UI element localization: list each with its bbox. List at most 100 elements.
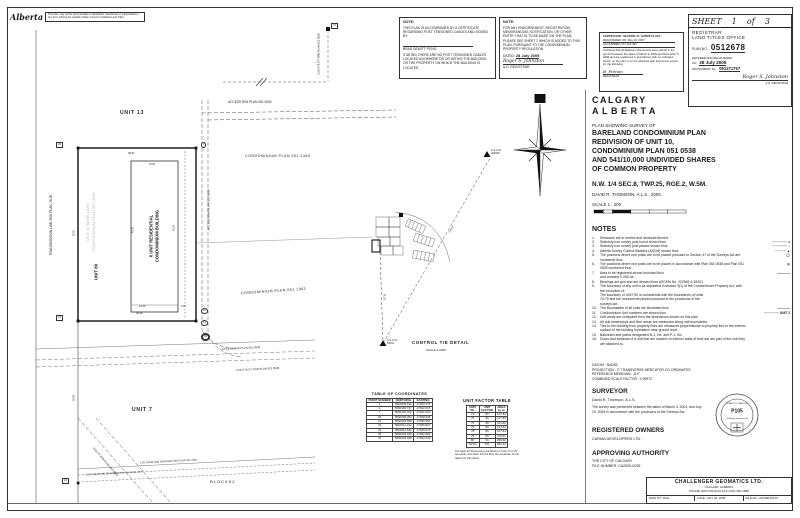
datum-line: DATUM : NAD83 xyxy=(592,363,618,367)
note-item: 6. The positions where iron posts are to… xyxy=(592,262,790,271)
registration-date: 28 July 2005 xyxy=(699,60,727,66)
dim-side-right: 45.72 xyxy=(172,225,176,231)
post-marker-circle-7: 7 xyxy=(201,142,207,148)
note-symbol: ·············· UNIT 2 xyxy=(764,310,790,315)
plan-showing-label: PLAN SHOWING SURVEY OF xyxy=(592,123,656,128)
note-number: 10. xyxy=(592,306,597,311)
post-marker-circle-41: 41 xyxy=(201,320,208,326)
certificate-line3: AS NUMBER: 071 229 400 xyxy=(603,43,675,48)
dated-label: DATED: xyxy=(503,54,515,59)
label-building-line2: CONDOMINIUM BUILDING xyxy=(155,209,160,263)
easting-value: -17942.040 xyxy=(413,436,433,442)
note-body-2: STATING THERE ARE NO POST TENSIONED CABL… xyxy=(403,52,487,70)
dim-side-left: 45.72 xyxy=(131,227,135,233)
unit-factor-table: UNIT No. UNIT FACTOR AREA sq.m. 74 80 10… xyxy=(465,404,509,448)
note-title: NOTE: xyxy=(503,20,515,24)
company-name: CHALLENGER GEOMATICS LTD. xyxy=(674,479,764,485)
surveyor-credit: DAVID R. THOMSON, A.L.S., 2005. xyxy=(592,192,662,197)
note-number: 2. xyxy=(592,239,595,244)
plan-title-line4: AND 541/10,000 UNDIVIDED SHARES xyxy=(592,157,716,164)
note-number: 9. xyxy=(592,284,595,289)
coordinate-table-section: TABLE OF COORDINATES POINT NUMBER NORTHI… xyxy=(365,392,433,442)
note-symbol: ◯ xyxy=(786,253,790,258)
note-symbol: ◎ xyxy=(787,262,790,267)
post-marker-circle-22: 22 xyxy=(201,308,208,314)
company-city: CALGARY, ALBERTA xyxy=(704,485,734,489)
note-text: Unit areas are computed from the dimensi… xyxy=(600,315,699,320)
note-text: The boundary of any unit is as stipulate… xyxy=(600,284,742,306)
drawing-date: DATE: JULY 26, 2005 xyxy=(695,495,744,501)
entered-registered-label: ENTERED AND REGISTERED xyxy=(692,56,733,60)
point-number: 70 xyxy=(365,436,394,442)
certificate-body: Certifying that all Statutory Monuments … xyxy=(603,47,680,67)
approving-authority-file: FILE NUMBER: CA2005-0035 xyxy=(592,464,641,468)
notes-section: NOTES 1. Distances are in metres and dec… xyxy=(592,226,792,346)
dim-parcel-left: 57.91 xyxy=(72,230,76,236)
note-text: The positions where iron posts are to be… xyxy=(600,262,745,271)
note-number: 3. xyxy=(592,244,595,249)
registered-owners-name: CARMA DEVELOPERS LTD. xyxy=(592,437,642,441)
note-symbol: ·············· ● xyxy=(772,239,790,244)
dim-parcel-left-lower: 30.48 xyxy=(72,395,76,401)
note-item: 7. Area to be registered shown bounded t… xyxy=(592,271,790,280)
note-symbol: ———— xyxy=(777,306,790,311)
signature-line xyxy=(403,39,473,47)
note-text: The Boundaries of all units are illustra… xyxy=(600,306,669,311)
plan-no-label: PLAN NO. xyxy=(692,47,708,51)
plan-title-line2: REDIVISION OF UNIT 10, xyxy=(592,139,675,146)
section-47-certificate-box: CERTIFICATE: SECTION 47, SURVEYS ACT REG… xyxy=(599,32,684,92)
company-phone: PHONE (403) 250-9101 FAX (403) 250-1885 xyxy=(689,489,749,493)
label-block-52: B L O C K 5 2 xyxy=(210,479,235,484)
instrument-label: INSTRUMENT No. xyxy=(692,67,717,71)
seal-permit-number: P105 xyxy=(731,408,743,415)
note-item: 2. Statutory iron survey post found show… xyxy=(592,240,790,244)
label-building: 6 UNIT RESIDENTIAL CONDOMINIUM BUILDING xyxy=(149,210,162,262)
registration-box: SHEET 1 of 3 REGISTRAR LAND TITLES OFFIC… xyxy=(688,14,792,107)
note-item: 15. Balconies and patios designated B-1,… xyxy=(592,333,790,337)
label-access-rw-right: ACCESS R/W PLAN 051 0540 xyxy=(206,189,211,231)
instrument-number: 051271757 xyxy=(719,66,741,72)
note-number: 1. xyxy=(592,235,595,240)
note-number: 15. xyxy=(592,332,597,337)
label-condo-plan-2460: CONDOMINIUM PLAN 051 2460 xyxy=(245,154,311,158)
coordinate-table-title: TABLE OF COORDINATES xyxy=(371,392,428,396)
seal-type-text: PERMIT TO PRACTICE xyxy=(726,402,748,405)
note-number: 5. xyxy=(592,253,595,258)
label-unit10-line2: CONDOMINIUM PLAN 051 0538 xyxy=(91,192,96,252)
approving-authority-title: APPROVING AUTHORITY xyxy=(592,450,670,457)
certificate-signature-title: REGISTRAR xyxy=(603,74,620,79)
post-marker-box-20: 20 xyxy=(56,142,63,148)
note-text: Bearings are grid and are derived from A… xyxy=(600,279,703,284)
dim-gap: 3.05 xyxy=(181,305,186,308)
note-number: 12. xyxy=(592,315,597,320)
ascm-label-line2: 202945 xyxy=(491,152,500,156)
note-text: Ties to the building from property lines… xyxy=(600,323,746,333)
note-text: Balconies and patios designated B-1, etc… xyxy=(600,332,683,337)
signer-name: BRAD DEWITT P.ENG xyxy=(403,46,437,51)
coordinate-table: POINT NUMBER NORTHING EASTING 1 5660239.… xyxy=(365,397,433,442)
endorsement-note-box: NOTE: FOR ANY ENDORSEMENT, REGISTRATION … xyxy=(499,17,587,79)
certificate-line2: REGISTERED ON: May 10, 2007 xyxy=(603,38,675,44)
plan-number: 0512678 xyxy=(710,43,746,53)
label-unit-80: UNIT 80 xyxy=(93,263,99,281)
note-text: Statutory iron survey post placed shown … xyxy=(600,244,668,249)
certificate-signature: B. Pitman xyxy=(603,69,643,76)
unit-no: TOTAL xyxy=(465,442,480,448)
note-text: Area to be registered shown bounded thus… xyxy=(600,270,664,280)
registrar-signature-title: A.D. REGISTRAR xyxy=(765,81,788,85)
coordinate-row: 70 5660334.948 -17942.040 xyxy=(365,436,433,442)
note-item: 13. All unit dimensions and floor areas … xyxy=(592,320,790,324)
post-marker-box-14: 14 xyxy=(331,23,338,29)
meridian-line: REFERENCE MERIDIAN : 114° xyxy=(592,372,641,377)
alberta-titles-stamp: Alberta This plan may not be commerciall… xyxy=(10,12,146,22)
note-text: Doors and windows of a unit that are loc… xyxy=(600,337,745,346)
unit-factor-section: UNIT FACTOR TABLE UNIT No. UNIT FACTOR A… xyxy=(455,398,519,460)
note-number: 11. xyxy=(592,310,597,315)
post-tension-note-box: NOTE: THIS PLAN IS ACCOMPANIED BY A CERT… xyxy=(399,17,496,79)
note-number: 8. xyxy=(592,279,595,284)
scale-label: SCALE 1 : 200 xyxy=(592,202,622,207)
note-text: The positions where iron posts are to be… xyxy=(600,253,741,262)
drawn-by: DWN. BY: HGH xyxy=(647,495,696,501)
dim-tie-vertical: 97.18 xyxy=(383,294,387,300)
on-label: ON xyxy=(692,61,697,65)
